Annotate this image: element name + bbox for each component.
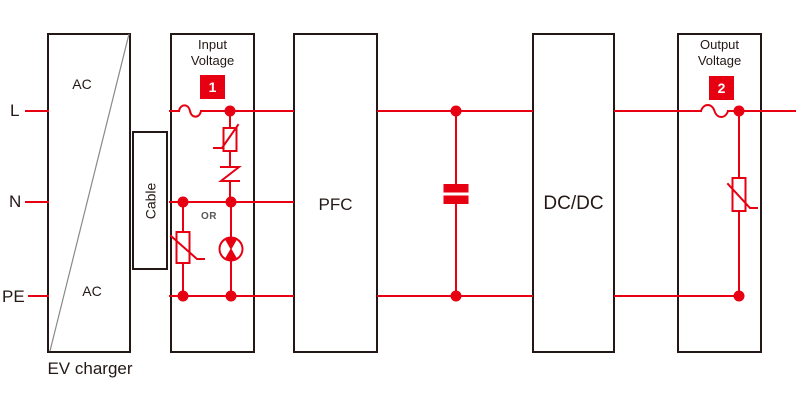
output-voltage-title-line1: Output: [699, 37, 740, 52]
ac-label-bottom: AC: [82, 283, 102, 299]
pfc-box: [293, 33, 378, 353]
terminal-label-l: L: [10, 101, 20, 120]
terminal-label-n: N: [9, 192, 22, 211]
input-voltage-title: Input Voltage: [170, 37, 255, 69]
cable-label: Cable: [142, 182, 158, 219]
dcdc-box: [532, 33, 615, 353]
input-voltage-title-line1: Input: [198, 37, 227, 52]
output-voltage-title-line2: Voltage: [697, 53, 742, 68]
cable-box: Cable: [132, 131, 168, 270]
ev-charger-caption: EV charger: [47, 359, 133, 378]
pfc-label: PFC: [318, 195, 353, 214]
badge-2: 2: [709, 76, 734, 100]
terminal-label-pe: PE: [2, 287, 25, 306]
junction-dots: [177, 105, 745, 302]
badge-1: 1: [200, 75, 225, 99]
junction-dot: [450, 105, 462, 117]
capacitor-icon: [443, 110, 469, 297]
junction-dot: [450, 290, 462, 302]
input-voltage-title-line2: Voltage: [190, 53, 235, 68]
output-voltage-title: Output Voltage: [677, 37, 762, 69]
ac-label-top: AC: [72, 76, 92, 92]
or-label: OR: [201, 211, 217, 222]
dcdc-label: DC/DC: [543, 193, 604, 214]
